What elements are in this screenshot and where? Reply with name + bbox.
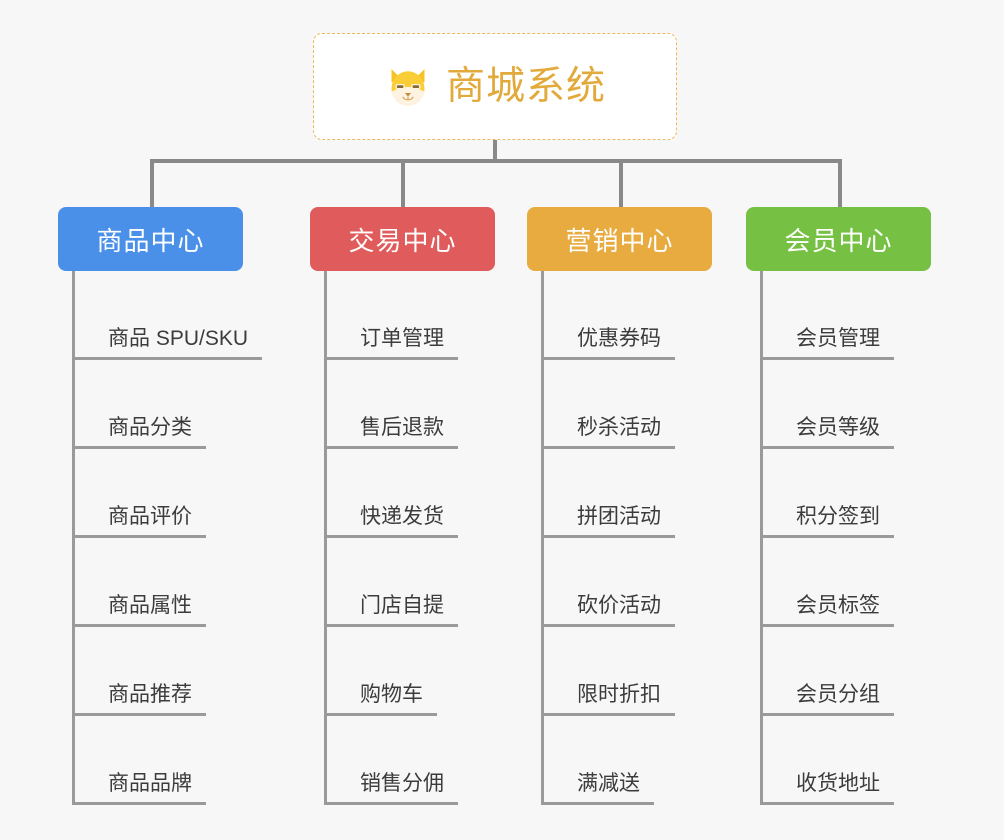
list-item[interactable]: 购物车: [327, 627, 495, 716]
list-item[interactable]: 积分签到: [763, 449, 931, 538]
branch-items-4: 会员管理 会员等级 积分签到 会员标签 会员分组 收货地址: [760, 271, 931, 805]
branch-header-1[interactable]: 商品中心: [58, 207, 243, 271]
list-item[interactable]: 会员分组: [763, 627, 931, 716]
branch-header-label-3: 营销中心: [565, 225, 674, 256]
branch-header-4[interactable]: 会员中心: [746, 207, 931, 271]
list-item[interactable]: 限时折扣: [544, 627, 712, 716]
leaf-label: 会员标签: [763, 594, 894, 627]
leaf-label: 秒杀活动: [544, 416, 675, 449]
leaf-label: 收货地址: [763, 772, 894, 805]
root-node[interactable]: 商城系统: [313, 33, 677, 140]
branch-items-3: 优惠券码 秒杀活动 拼团活动 砍价活动 限时折扣 满减送: [541, 271, 712, 805]
list-item[interactable]: 秒杀活动: [544, 360, 712, 449]
branch-column-1: 商品中心 商品 SPU/SKU 商品分类 商品评价 商品属性 商品推荐 商品品牌: [58, 207, 263, 805]
branch-header-label-1: 商品中心: [96, 225, 205, 256]
branch-column-4: 会员中心 会员管理 会员等级 积分签到 会员标签 会员分组 收货地址: [746, 207, 931, 805]
leaf-label: 会员管理: [763, 327, 894, 360]
list-item[interactable]: 售后退款: [327, 360, 495, 449]
branch-header-label-2: 交易中心: [348, 225, 457, 256]
leaf-label: 积分签到: [763, 505, 894, 538]
list-item[interactable]: 商品分类: [75, 360, 262, 449]
list-item[interactable]: 满减送: [544, 716, 712, 805]
root-title: 商城系统: [445, 65, 606, 108]
leaf-label: 砍价活动: [544, 594, 675, 627]
list-item[interactable]: 订单管理: [327, 271, 495, 360]
list-item[interactable]: 商品属性: [75, 538, 262, 627]
leaf-label: 购物车: [327, 683, 437, 716]
list-item[interactable]: 快递发货: [327, 449, 495, 538]
list-item[interactable]: 会员管理: [763, 271, 931, 360]
leaf-label: 销售分佣: [327, 772, 458, 805]
connector-root-stem: [493, 140, 497, 163]
leaf-label: 会员分组: [763, 683, 894, 716]
leaf-label: 商品属性: [75, 594, 206, 627]
list-item[interactable]: 门店自提: [327, 538, 495, 627]
leaf-label: 售后退款: [327, 416, 458, 449]
list-item[interactable]: 商品 SPU/SKU: [75, 271, 263, 360]
leaf-label: 拼团活动: [544, 505, 675, 538]
list-item[interactable]: 砍价活动: [544, 538, 712, 627]
branch-items-2: 订单管理 售后退款 快递发货 门店自提 购物车 销售分佣: [324, 271, 495, 805]
leaf-label: 商品推荐: [75, 683, 206, 716]
connector-drop-2: [401, 159, 405, 208]
list-item[interactable]: 收货地址: [763, 716, 931, 805]
leaf-label: 门店自提: [327, 594, 458, 627]
leaf-label: 商品 SPU/SKU: [75, 327, 263, 360]
list-item[interactable]: 优惠券码: [544, 271, 712, 360]
branch-header-label-4: 会员中心: [784, 225, 893, 256]
connector-horizontal-bus: [150, 159, 842, 163]
branch-header-3[interactable]: 营销中心: [527, 207, 712, 271]
leaf-label: 限时折扣: [544, 683, 675, 716]
leaf-label: 优惠券码: [544, 327, 675, 360]
shiba-dog-face-icon: [391, 68, 425, 106]
list-item[interactable]: 商品推荐: [75, 627, 262, 716]
connector-drop-4: [838, 159, 842, 208]
branch-items-1: 商品 SPU/SKU 商品分类 商品评价 商品属性 商品推荐 商品品牌: [72, 271, 263, 805]
list-item[interactable]: 拼团活动: [544, 449, 712, 538]
list-item[interactable]: 销售分佣: [327, 716, 495, 805]
list-item[interactable]: 商品品牌: [75, 716, 262, 805]
connector-drop-1: [150, 159, 154, 208]
leaf-label: 快递发货: [327, 505, 458, 538]
leaf-label: 商品评价: [75, 505, 206, 538]
branch-column-2: 交易中心 订单管理 售后退款 快递发货 门店自提 购物车 销售分佣: [310, 207, 495, 805]
leaf-label: 满减送: [544, 772, 654, 805]
leaf-label: 商品品牌: [75, 772, 206, 805]
list-item[interactable]: 会员等级: [763, 360, 931, 449]
branch-header-2[interactable]: 交易中心: [310, 207, 495, 271]
leaf-label: 订单管理: [327, 327, 458, 360]
list-item[interactable]: 会员标签: [763, 538, 931, 627]
branch-column-3: 营销中心 优惠券码 秒杀活动 拼团活动 砍价活动 限时折扣 满减送: [527, 207, 712, 805]
list-item[interactable]: 商品评价: [75, 449, 262, 538]
connector-drop-3: [619, 159, 623, 208]
leaf-label: 会员等级: [763, 416, 894, 449]
leaf-label: 商品分类: [75, 416, 206, 449]
